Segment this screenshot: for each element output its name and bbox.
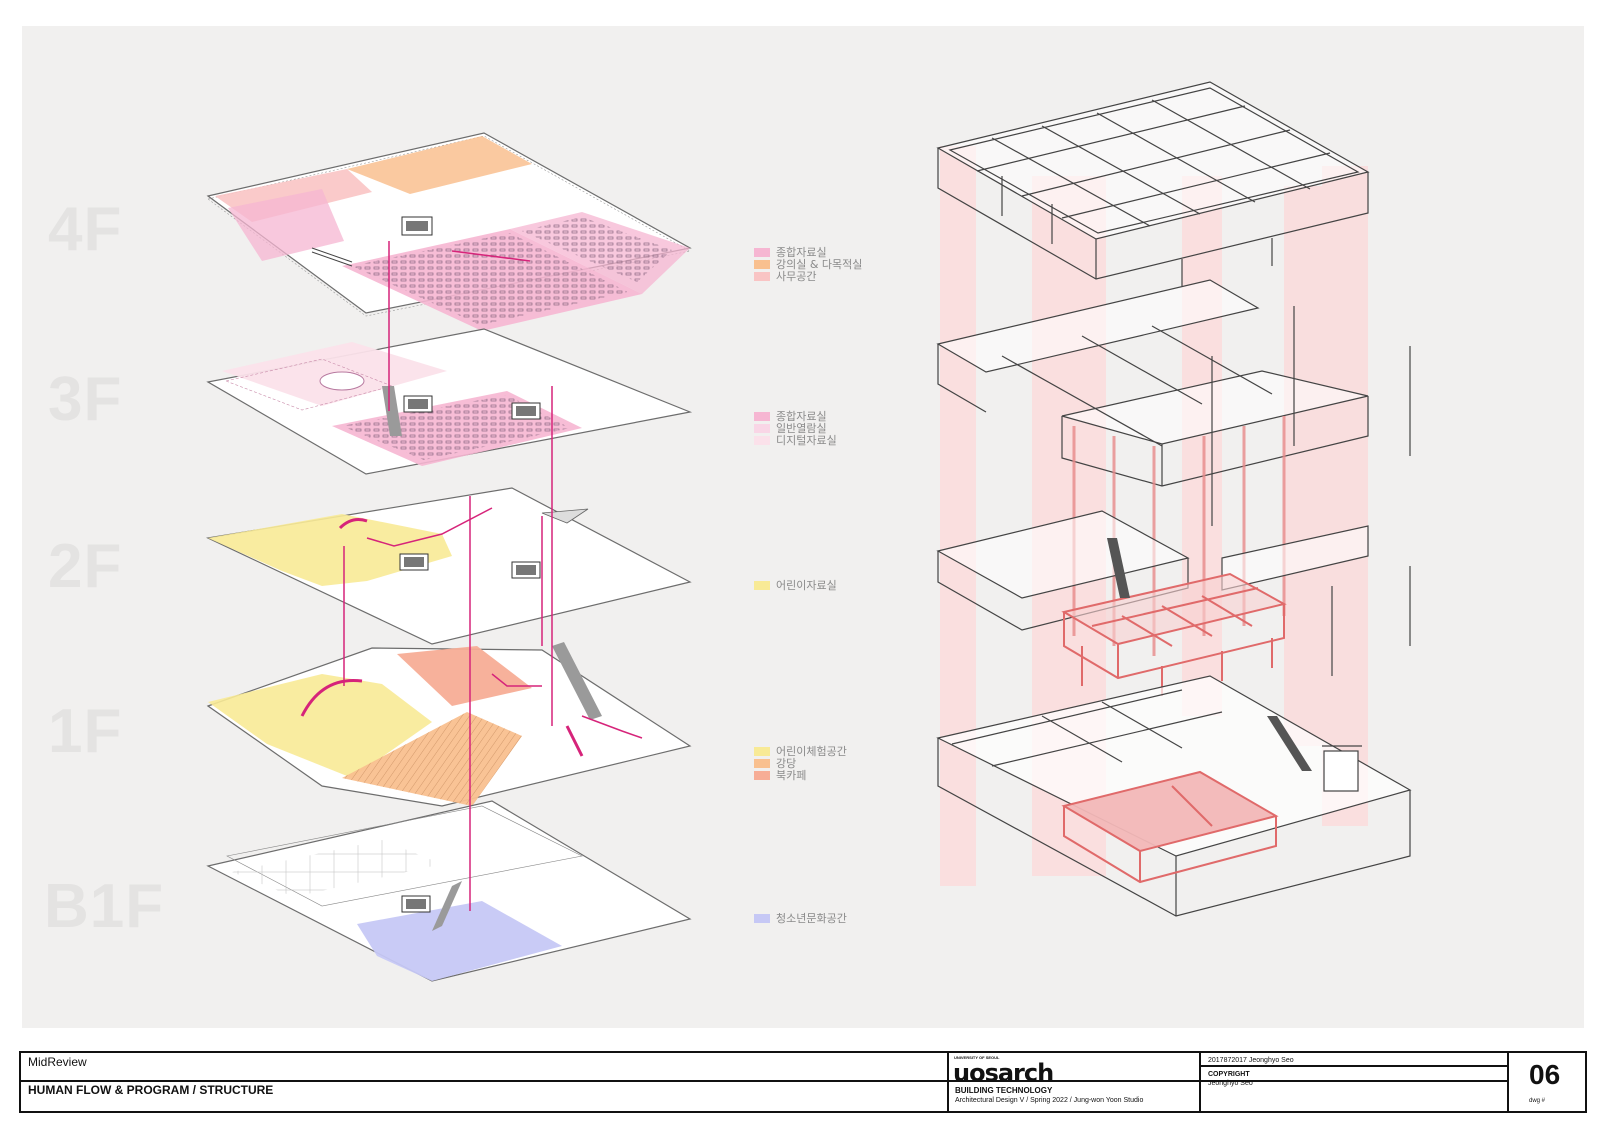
legend-label: 어린이자료실 bbox=[776, 579, 837, 592]
uosarch-logo: uosarch bbox=[953, 1059, 1054, 1087]
red-auditorium-frame bbox=[1061, 770, 1279, 884]
legend-item: 강의실 & 다목적실 bbox=[754, 258, 863, 271]
divider bbox=[1199, 1065, 1507, 1067]
legend-swatch bbox=[754, 913, 770, 923]
copyright-name: Jeonghyo Seo bbox=[1208, 1080, 1253, 1087]
legend-swatch bbox=[754, 435, 770, 445]
legend-item: 사무공간 bbox=[754, 270, 862, 283]
legend-label: 일반열람실 bbox=[776, 422, 827, 435]
course-info: Architectural Design V / Spring 2022 / J… bbox=[955, 1097, 1144, 1104]
stair-1f bbox=[1267, 716, 1312, 771]
legend-item: 어린이체험공간 bbox=[754, 745, 847, 758]
legend-swatch bbox=[754, 247, 770, 257]
legend-2f: 어린이자료실 bbox=[754, 579, 837, 592]
legend-label: 북카페 bbox=[776, 769, 807, 782]
exploded-axonometric-drawing bbox=[206, 81, 1412, 982]
legend-label: 강당 bbox=[776, 757, 797, 770]
stair-2f bbox=[1107, 538, 1130, 598]
legend-item: 강당 bbox=[754, 757, 847, 770]
drawing-sheet: 4F 3F 2F 1F B1F 종합자료실 강의실 & 다목적실 사무공간 종합… bbox=[22, 26, 1584, 1028]
legend-item: 종합자료실 bbox=[754, 246, 862, 259]
legend-label: 디지털자료실 bbox=[776, 434, 837, 447]
floor-label-4f: 4F bbox=[48, 195, 123, 264]
structure-level-4 bbox=[936, 81, 1370, 286]
legend-swatch bbox=[754, 259, 770, 269]
structure-level-3 bbox=[936, 279, 1411, 526]
floor-label-3f: 3F bbox=[48, 365, 123, 434]
student-id: 2017872017 Jeonghyo Seo bbox=[1208, 1057, 1294, 1064]
legend-label: 종합자료실 bbox=[776, 410, 827, 423]
legend-label: 종합자료실 bbox=[776, 246, 827, 259]
divider bbox=[21, 1080, 1507, 1082]
floor-label-1f: 1F bbox=[48, 697, 123, 766]
legend-1f: 어린이체험공간 강당 북카페 bbox=[754, 745, 847, 782]
floor-plan-b1f bbox=[206, 800, 692, 982]
legend-item: 일반열람실 bbox=[754, 422, 837, 435]
sheet-title: HUMAN FLOW & PROGRAM / STRUCTURE bbox=[28, 1083, 274, 1097]
legend-swatch bbox=[754, 758, 770, 768]
floor-plan-3f bbox=[206, 328, 693, 475]
legend-swatch bbox=[754, 271, 770, 281]
copyright-label: COPYRIGHT bbox=[1208, 1071, 1250, 1078]
legend-label: 강의실 & 다목적실 bbox=[776, 258, 863, 271]
legend-swatch bbox=[754, 411, 770, 421]
legend-swatch bbox=[754, 746, 770, 756]
floor-label-2f: 2F bbox=[48, 532, 123, 601]
legend-swatch bbox=[754, 770, 770, 780]
floor-label-b1f: B1F bbox=[44, 872, 165, 941]
title-block: MidReview HUMAN FLOW & PROGRAM / STRUCTU… bbox=[19, 1051, 1587, 1113]
legend-b1f: 청소년문화공간 bbox=[754, 912, 847, 925]
divider bbox=[947, 1053, 949, 1111]
legend-item: 북카페 bbox=[754, 769, 847, 782]
divider bbox=[1507, 1053, 1509, 1111]
legend-item: 종합자료실 bbox=[754, 410, 837, 423]
floor-plan-2f bbox=[206, 487, 692, 645]
sheet-number: 06 bbox=[1529, 1059, 1561, 1090]
legend-4f: 종합자료실 강의실 & 다목적실 사무공간 bbox=[754, 246, 863, 283]
legend-swatch bbox=[754, 580, 770, 590]
structure-level-1 bbox=[936, 675, 1412, 917]
department: BUILDING TECHNOLOGY bbox=[955, 1086, 1053, 1095]
project-name: MidReview bbox=[28, 1055, 87, 1069]
floor-plan-1f bbox=[206, 642, 692, 807]
legend-label: 사무공간 bbox=[776, 270, 817, 283]
floor-plan-4f bbox=[206, 132, 692, 331]
legend-label: 청소년문화공간 bbox=[776, 912, 847, 925]
divider bbox=[1199, 1053, 1201, 1111]
legend-item: 어린이자료실 bbox=[754, 579, 837, 592]
logo-university: UNIVERSITY OF SEOUL bbox=[954, 1055, 1000, 1060]
structure-level-2 bbox=[936, 510, 1411, 676]
legend-label: 어린이체험공간 bbox=[776, 745, 847, 758]
red-truss-frame bbox=[1061, 572, 1287, 696]
sheet-number-label: dwg # bbox=[1529, 1098, 1546, 1104]
human-flow-lines bbox=[343, 241, 643, 911]
legend-3f: 종합자료실 일반열람실 디지털자료실 bbox=[754, 410, 837, 447]
legend-item: 디지털자료실 bbox=[754, 434, 837, 447]
legend-swatch bbox=[754, 423, 770, 433]
legend-item: 청소년문화공간 bbox=[754, 912, 847, 925]
